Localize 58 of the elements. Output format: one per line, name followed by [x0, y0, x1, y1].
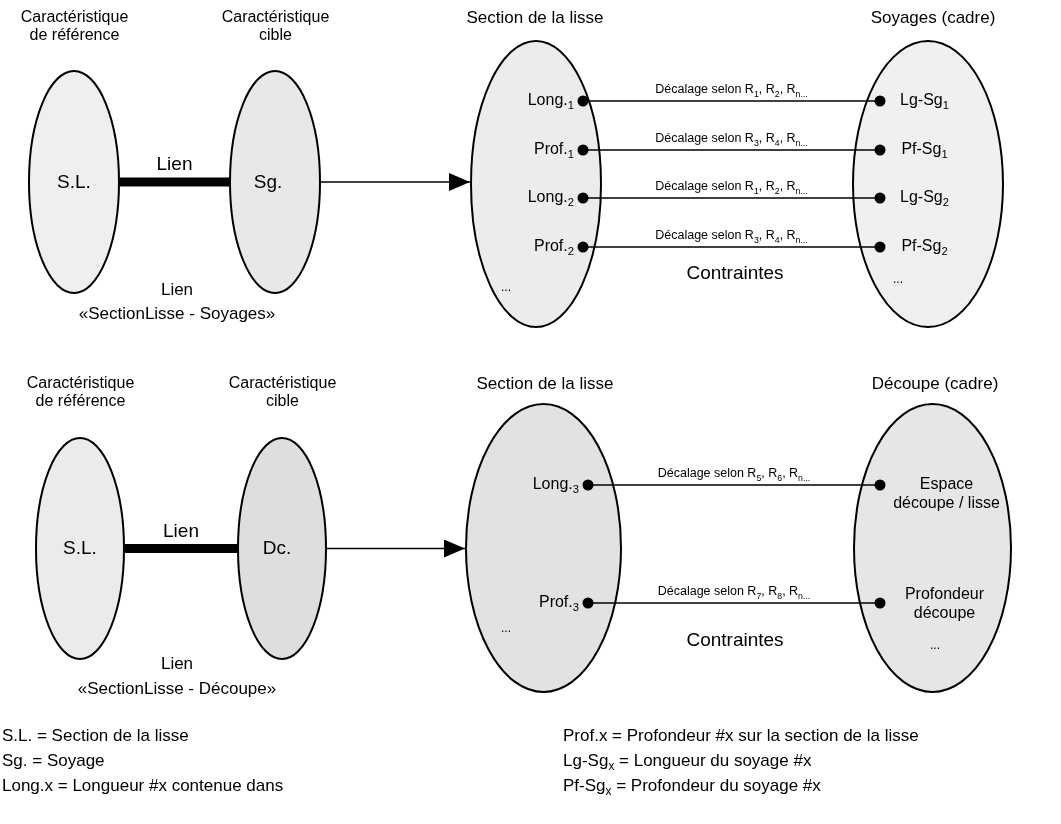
set-heading: Section de la lisse [475, 374, 615, 394]
ellipse-label: Dc. [262, 537, 292, 559]
ellipse-label: S.L. [63, 537, 97, 559]
constraint-line [582, 479, 886, 491]
edge-label: Décalage selon R$_{3}$, R$_{4}$, R$_{n...}$ [655, 132, 808, 149]
edge-label: Lien [163, 520, 199, 542]
arrow [320, 173, 471, 191]
element-label: Prof.$_{1}$ [490, 139, 583, 161]
set-heading: Section de la lisse [465, 8, 605, 28]
edge-label: Décalage selon R$_{1}$, R$_{2}$, R$_{n...}$ [655, 180, 808, 197]
constraint-line [577, 144, 886, 156]
element-label: Espace découpe / lisse [880, 472, 1004, 514]
constraint-line [582, 597, 886, 609]
note-text: Sg. = Soyage [2, 751, 105, 771]
note-text: Lien [160, 654, 194, 674]
ellipse-label: S.L. [57, 171, 91, 193]
element-label: Long.$_{2}$ [490, 187, 583, 209]
edge-label: Décalage selon R$_{7}$, R$_{8}$, R$_{n...}$ [657, 585, 811, 602]
note-text: Lg-Sg$_{x}$ = Longueur du soyage #x [563, 751, 812, 774]
note-text: Prof.x = Profondeur #x sur la section de la lisse [563, 726, 919, 746]
element-label: Long.$_{1}$ [490, 90, 583, 112]
element-label: Long.$_{3}$ [490, 474, 588, 496]
constraint-line [577, 95, 886, 107]
element-label: Prof.$_{2}$ [490, 236, 583, 258]
note-text: Contraintes [686, 262, 784, 284]
constraint-line [577, 192, 886, 204]
element-label: Pf-Sg$_{2}$ [880, 236, 960, 258]
element-label: Prof.$_{3}$ [490, 592, 588, 614]
constraint-line [577, 241, 886, 253]
ellipse-label: ... [930, 638, 940, 652]
set-heading: Caractéristique de référence [25, 374, 136, 411]
ellipse-label: ... [501, 280, 511, 294]
ellipse-label: Sg. [253, 171, 283, 193]
element-label: Lg-Sg$_{2}$ [880, 187, 960, 209]
ellipse-label: ... [893, 272, 903, 286]
note-text: «SectionLisse - Découpe» [77, 679, 277, 699]
element-label: Lg-Sg$_{1}$ [880, 90, 960, 112]
edge-label: Décalage selon R$_{5}$, R$_{6}$, R$_{n...}$ [657, 467, 811, 484]
set-heading: Caractéristique cible [220, 8, 331, 45]
note-text: Pf-Sg$_{x}$ = Profondeur du soyage #x [563, 776, 821, 799]
set-heading: Découpe (cadre) [870, 374, 1000, 394]
note-text: Long.x = Longueur #x contenue dans [2, 776, 284, 796]
ellipse-label: ... [501, 621, 511, 635]
edge-label: Décalage selon R$_{3}$, R$_{4}$, R$_{n...}$ [655, 229, 808, 246]
arrow [326, 539, 466, 558]
element-label: Pf-Sg$_{1}$ [880, 139, 960, 161]
link-bar [125, 544, 237, 553]
set-heading: Soyages (cadre) [869, 8, 997, 28]
note-text: Lien [160, 280, 194, 300]
note-text: «SectionLisse - Soyages» [78, 304, 276, 324]
element-label: Profondeur découpe [880, 582, 1000, 624]
set-heading: Caractéristique de référence [19, 8, 130, 45]
note-text: Contraintes [686, 629, 784, 651]
edge-label: Décalage selon R$_{1}$, R$_{2}$, R$_{n...}$ [655, 83, 808, 100]
set-heading: Caractéristique cible [227, 374, 338, 411]
edge-label: Lien [156, 154, 193, 175]
note-text: S.L. = Section de la lisse [2, 726, 189, 746]
link-bar [120, 177, 229, 187]
